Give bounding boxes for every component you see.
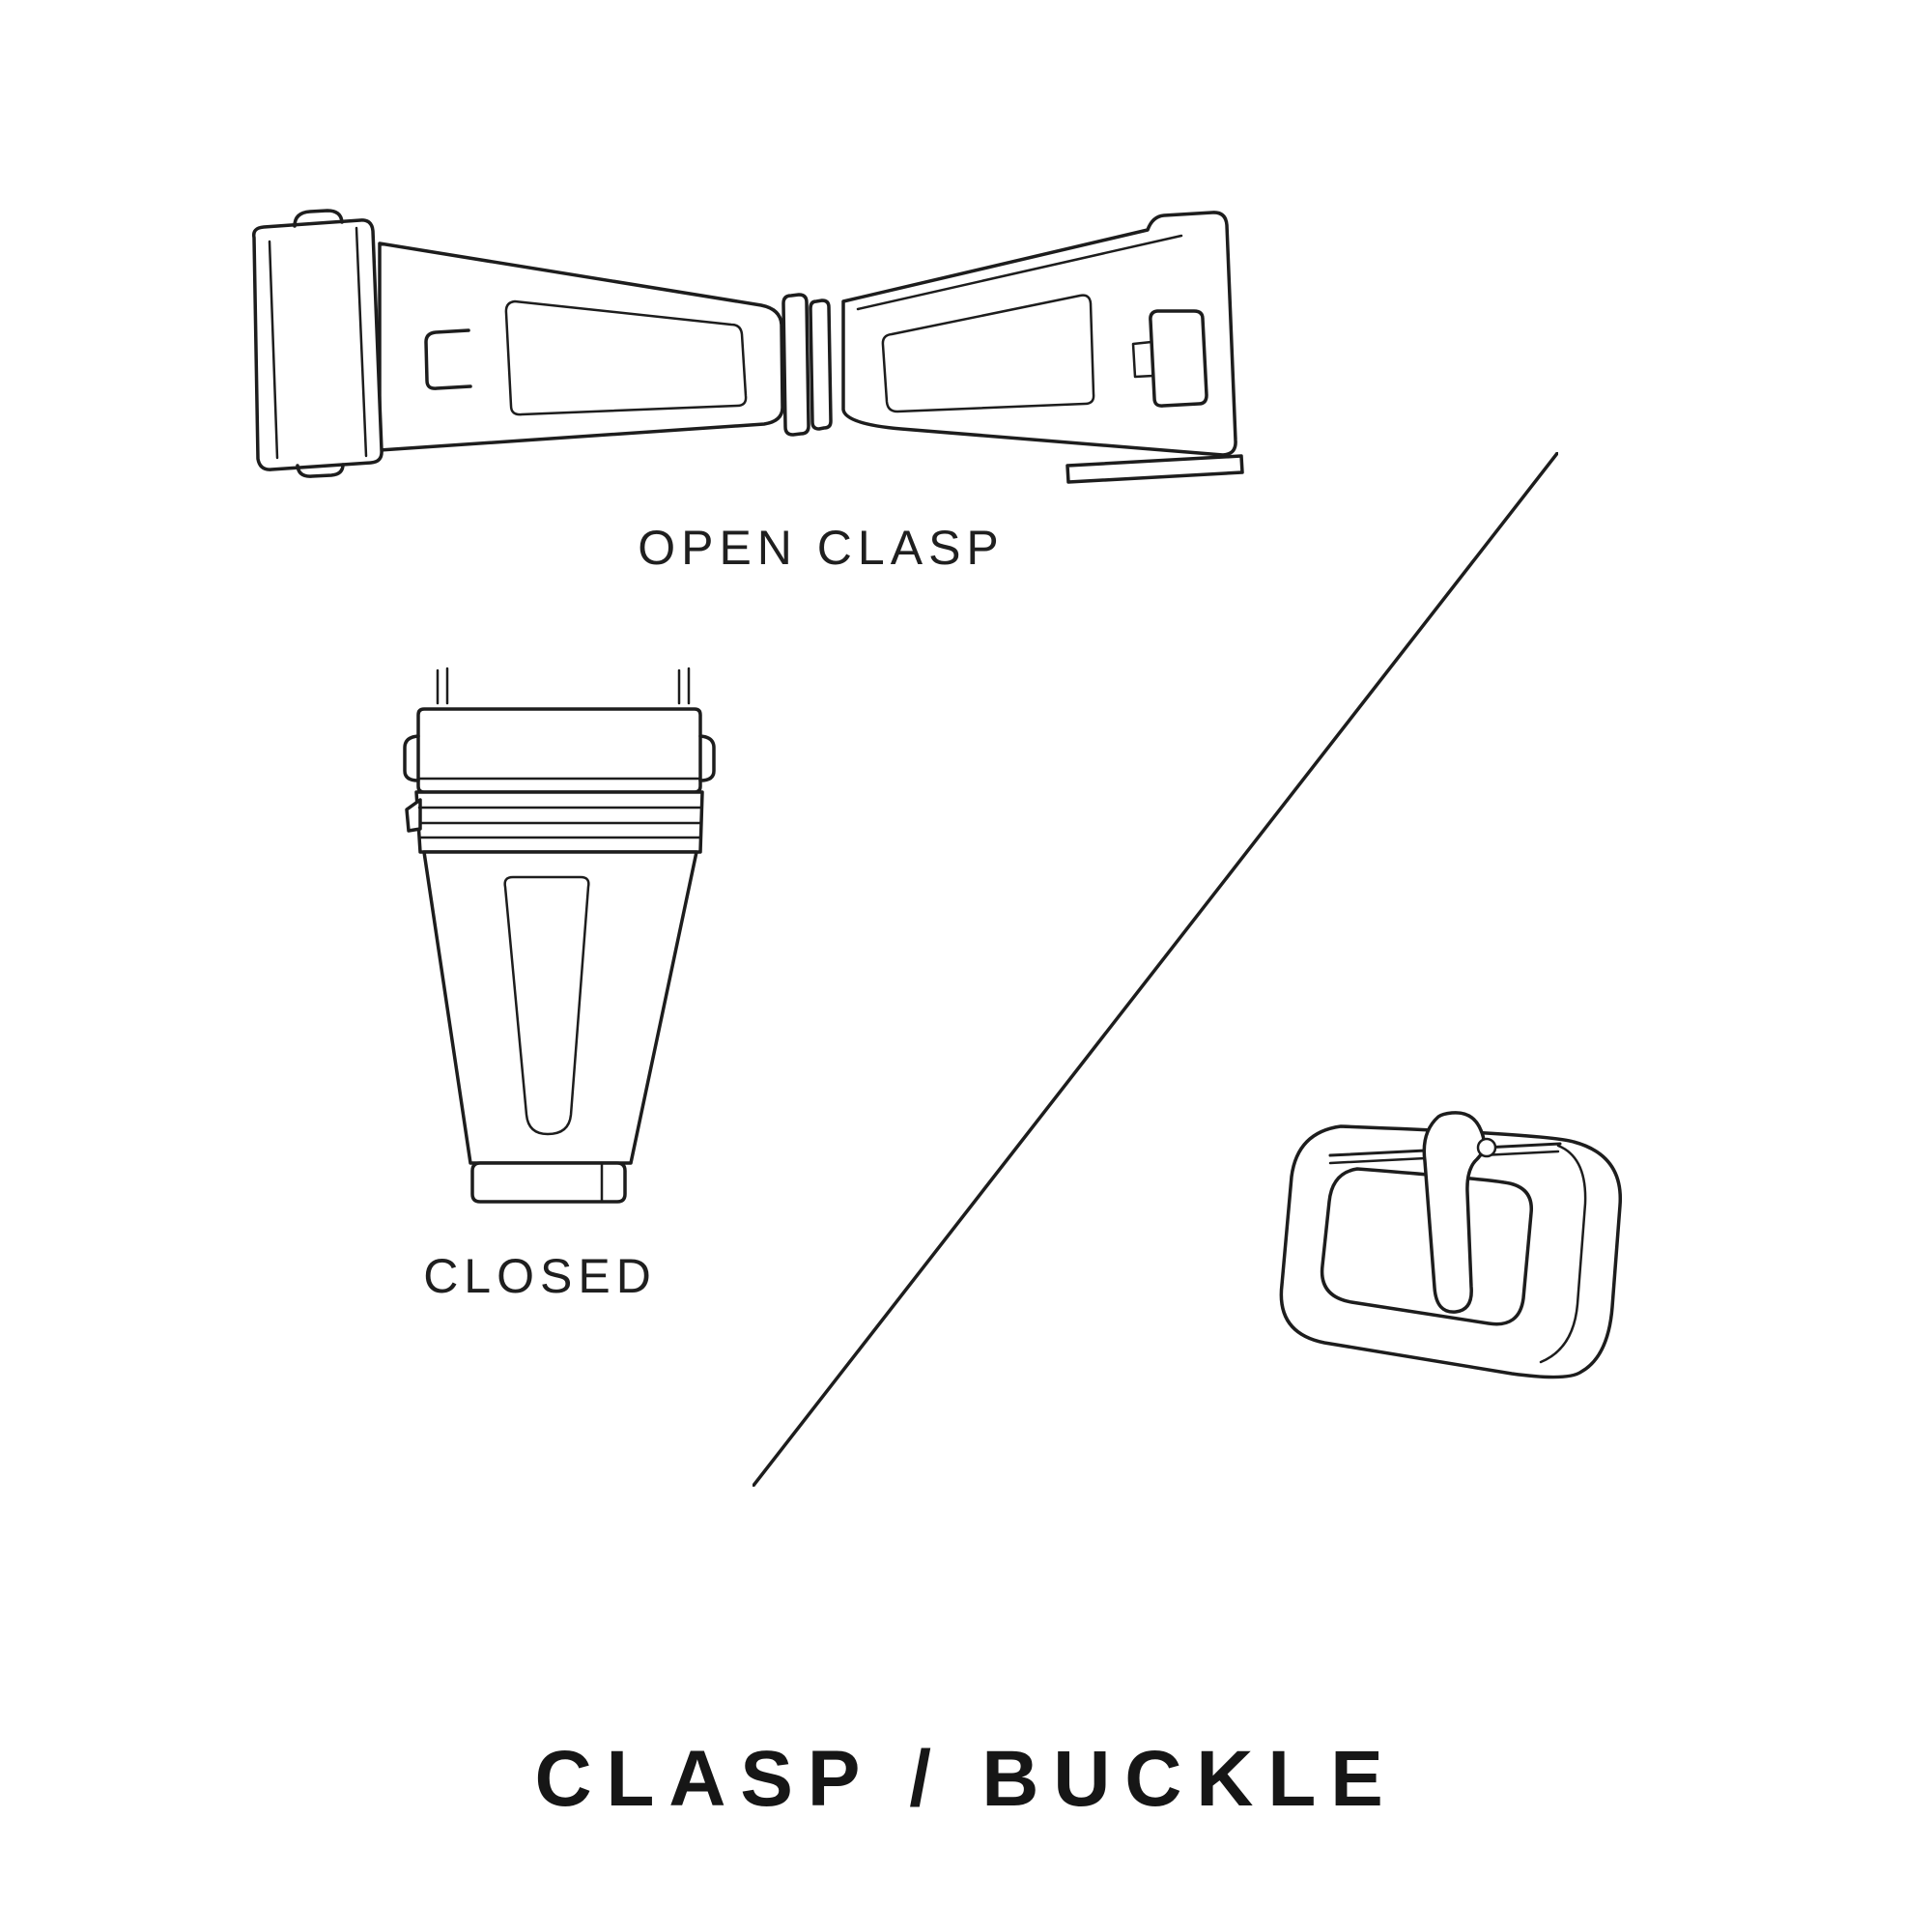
open-clasp-label: OPEN CLASP	[638, 521, 1005, 575]
tang-buckle-illustration-icon	[1279, 1111, 1622, 1379]
diagram-title: CLASP / BUCKLE	[534, 1735, 1398, 1823]
diagonal-divider-icon	[753, 452, 1558, 1487]
closed-clasp-illustration-icon	[403, 667, 716, 1204]
open-clasp-illustration-icon	[251, 209, 1244, 484]
closed-clasp-label: CLOSED	[423, 1249, 657, 1303]
